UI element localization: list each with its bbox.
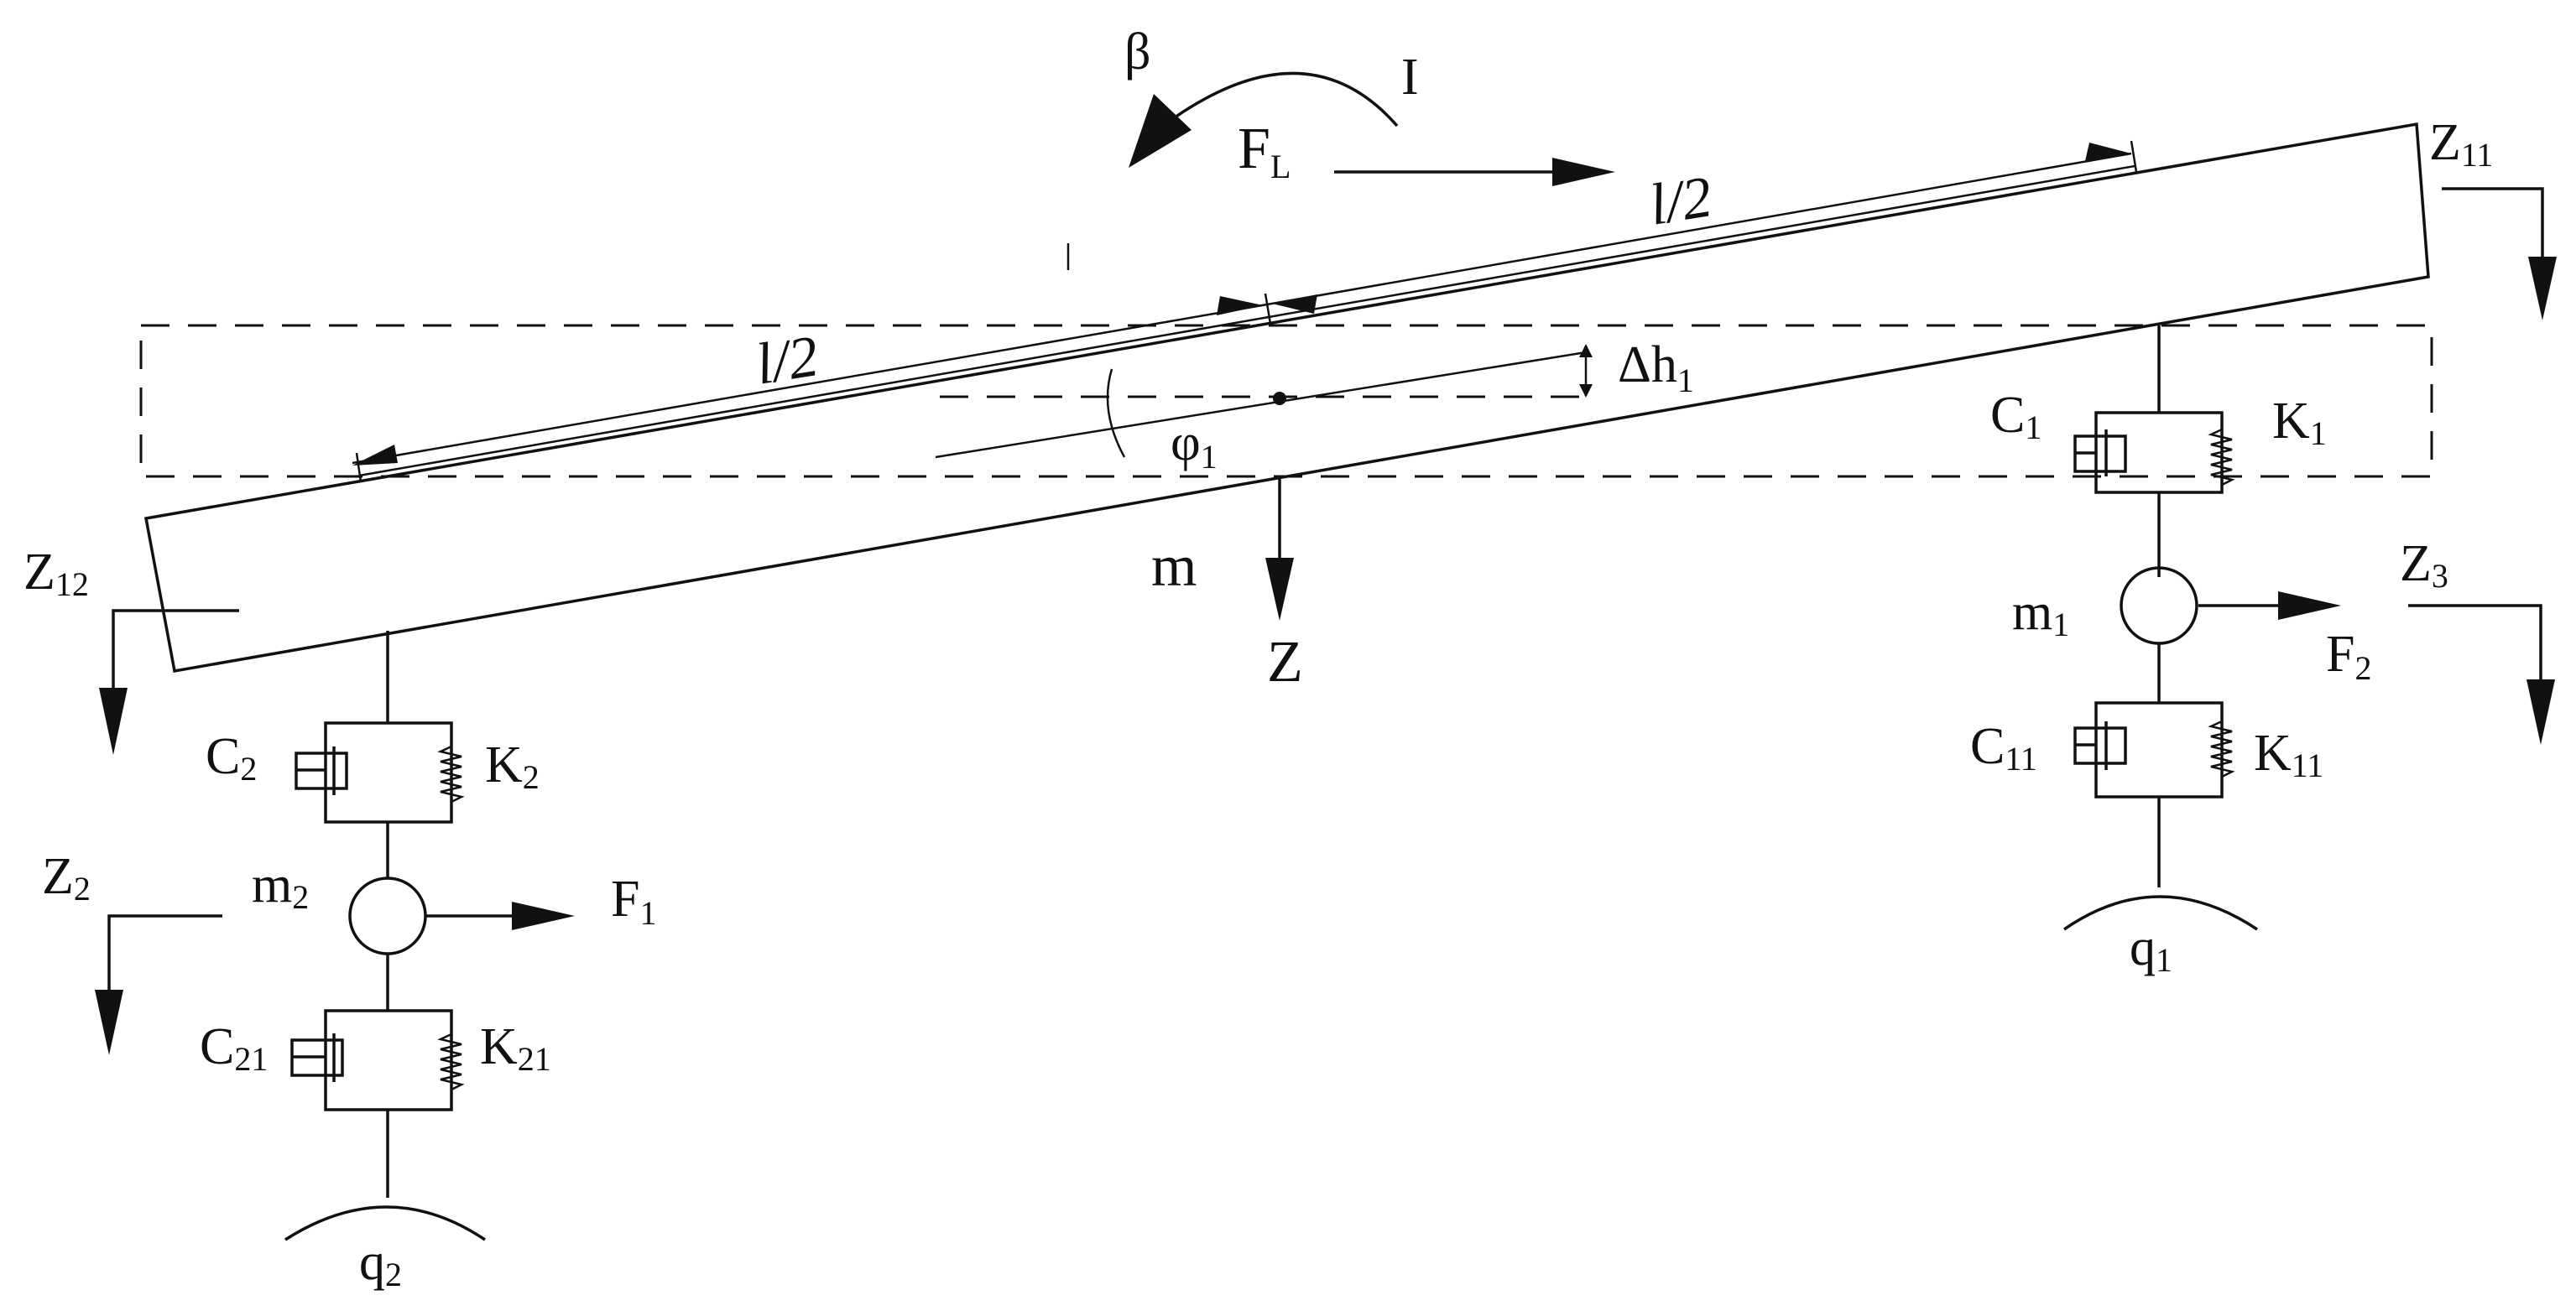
beta-label: β <box>1124 23 1151 81</box>
dim-arrow-left <box>352 445 398 466</box>
f2-label: F2 <box>2326 626 2371 687</box>
c2-label: C2 <box>206 728 257 788</box>
phi1-label: φ1 <box>1171 414 1218 476</box>
f1-label: F1 <box>611 871 656 932</box>
right-suspension <box>2063 325 2341 931</box>
q2-label: q2 <box>359 1234 402 1293</box>
lateral-force-arrow-head <box>1552 158 1615 186</box>
k2-label: K2 <box>485 736 540 796</box>
z2-label: Z2 <box>42 848 91 908</box>
z11-arrow-line <box>2442 187 2544 260</box>
m1-label: m1 <box>2012 584 2069 643</box>
z11-arrow-head <box>2528 257 2557 320</box>
q1-label: q1 <box>2130 919 2172 979</box>
inertia-label: I <box>1401 49 1419 106</box>
z11-label: Z11 <box>2429 114 2493 174</box>
dim-arrow-right <box>2085 143 2131 161</box>
c21-label: C21 <box>200 1018 268 1078</box>
rotation-arc-arrow <box>1174 71 1399 127</box>
z3-arrow-head <box>2526 679 2555 745</box>
z2-arrow-head <box>95 990 123 1055</box>
dim-tick-left <box>355 452 362 483</box>
tilted-body <box>143 122 2430 674</box>
delta-h-arrow-down <box>1579 384 1593 398</box>
half-length-lower-label: l/2 <box>751 324 822 398</box>
dim-line-double-right <box>1268 164 2135 319</box>
z2-arrow-line <box>107 914 222 990</box>
z12-arrow-line <box>112 609 239 688</box>
center-of-gravity <box>1273 392 1286 405</box>
dim-arrow-mid-a <box>1217 296 1263 315</box>
delta-h1-label: Δh1 <box>1618 336 1694 399</box>
body-mass-label: m <box>1151 534 1197 599</box>
z3-label: Z3 <box>2400 535 2448 595</box>
dim-tick-right <box>2130 140 2138 173</box>
half-length-upper-label: l/2 <box>1645 164 1716 238</box>
c1-label: C1 <box>1990 387 2042 446</box>
left-suspension <box>284 631 575 1241</box>
z12-arrow-head <box>99 688 128 755</box>
k21-label: K21 <box>480 1018 551 1078</box>
dim-arrow-mid-b <box>1272 294 1317 314</box>
z12-label: Z12 <box>23 544 89 603</box>
rotation-arrow-head <box>1129 94 1192 168</box>
body-z-arrow-head <box>1265 558 1294 621</box>
cg-tilted-line <box>935 351 1587 459</box>
delta-h-arrow-up <box>1579 344 1593 357</box>
lateral-force-label: FL <box>1238 117 1291 185</box>
c11-label: C11 <box>1970 718 2037 778</box>
dim-line-half-length-left <box>352 303 1268 465</box>
dim-tick-mid <box>1264 293 1272 325</box>
angle-arc-phi <box>1106 368 1126 458</box>
k11-label: K11 <box>2254 725 2323 784</box>
body-z-label: Z <box>1267 630 1303 695</box>
z3-arrow-line <box>2408 604 2542 679</box>
m2-label: m2 <box>252 856 309 916</box>
dim-line-half-length-right <box>1266 152 2132 306</box>
k1-label: K1 <box>2272 393 2327 452</box>
dim-line-double <box>358 315 1270 477</box>
